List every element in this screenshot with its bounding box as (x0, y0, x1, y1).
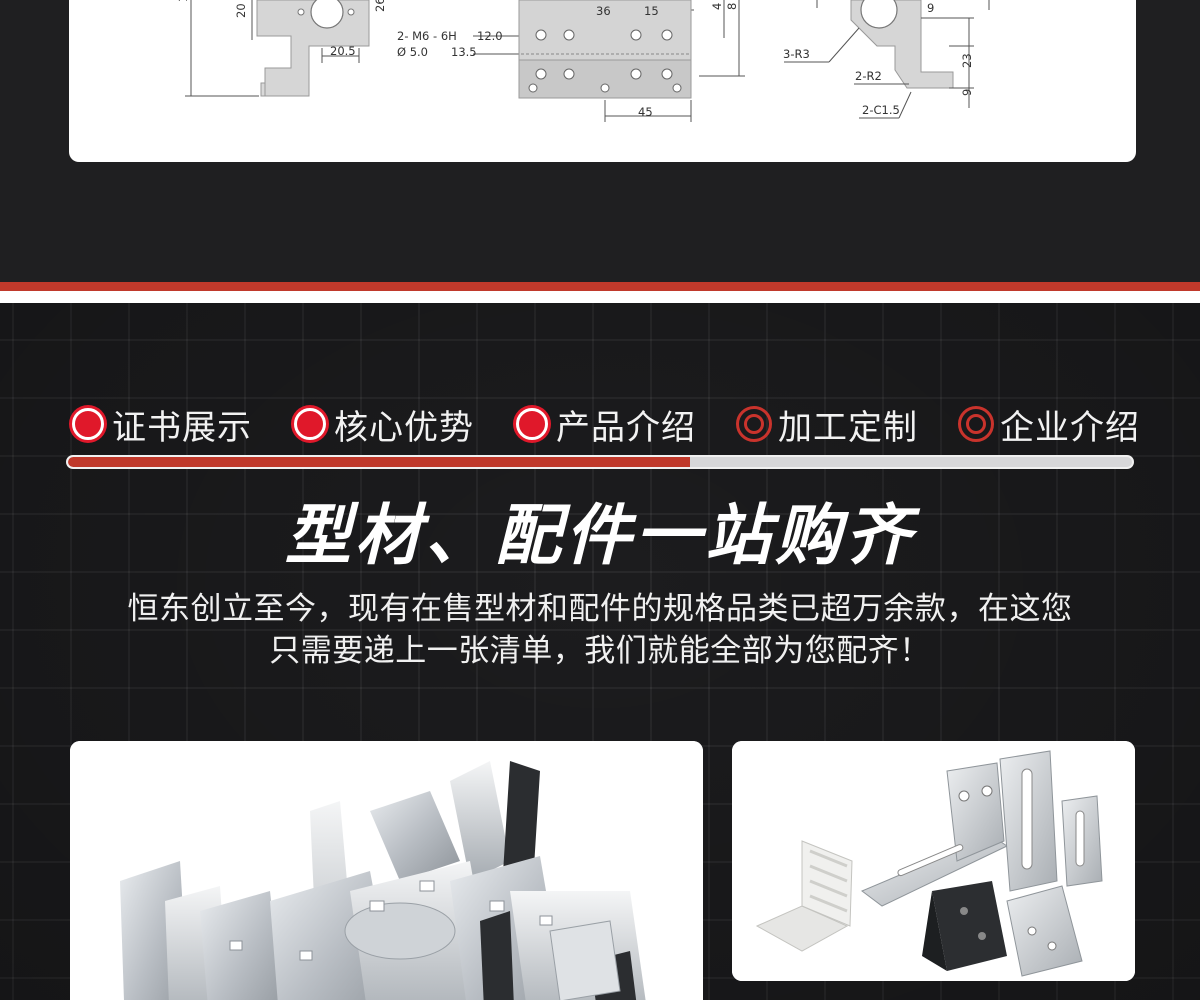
tab-label: 核心优势 (334, 407, 474, 448)
top-section: 20 1 26 20.5 (0, 0, 1200, 282)
tab-label: 加工定制 (778, 407, 918, 448)
chamfer-c1-5: 2-C1.5 (862, 103, 900, 117)
tab-label: 证书展示 (112, 407, 252, 448)
description-line-2: 只需要递上一张清单，我们就能全部为您配齐！ (269, 633, 931, 669)
progress-fill (68, 457, 691, 467)
tab-company[interactable]: 企业介绍 (958, 400, 1140, 449)
radius-r2: 2-R2 (855, 69, 882, 83)
dim-23: 23 (960, 53, 974, 68)
technical-drawing-card: 20 1 26 20.5 (69, 0, 1136, 162)
thread-spec: 2- M6 - 6H (397, 29, 457, 43)
accessories-photo (732, 741, 1135, 981)
tab-label: 企业介绍 (1000, 407, 1140, 448)
filled-red-circle-icon (516, 408, 548, 440)
dim-26: 26 (373, 0, 387, 12)
tab-custom-processing[interactable]: 加工定制 (736, 400, 918, 449)
ring-circle-icon (736, 406, 772, 442)
inner-ring-icon (966, 414, 986, 434)
tab-label: 产品介绍 (556, 407, 696, 448)
section-headline: 型材、配件一站购齐 (285, 497, 915, 574)
inner-ring-icon (744, 414, 764, 434)
brackets-accessories-image (732, 741, 1135, 981)
dim-8: 8 (725, 3, 739, 10)
divider-red-stripe (0, 282, 1200, 291)
divider-white-stripe (0, 291, 1200, 303)
dim-1: 1 (176, 0, 190, 2)
hole-depth: 13.5 (451, 45, 477, 59)
ring-circle-icon (958, 406, 994, 442)
section-description: 恒东创立至今，现有在售型材和配件的规格品类已超万余款，在这您 只需要递上一张清单… (40, 588, 1160, 672)
section-progress-bar (66, 455, 1134, 469)
aluminum-profiles-image (70, 741, 703, 1000)
hole-spec: Ø 5.0 (397, 45, 428, 59)
tab-certificates[interactable]: 证书展示 (70, 400, 252, 449)
dim-9-bottom: 9 (960, 89, 974, 96)
description-line-1: 恒东创立至今，现有在售型材和配件的规格品类已超万余款，在这您 (127, 591, 1073, 627)
dim-36: 36 (596, 4, 611, 18)
product-section: 证书展示 核心优势 产品介绍 加工定制 企业介绍 型材、配件一站购齐 恒东创立至… (0, 303, 1200, 1000)
filled-red-circle-icon (72, 408, 104, 440)
dim-45: 45 (638, 105, 653, 119)
dim-4: 4 (710, 3, 724, 10)
tab-core-advantages[interactable]: 核心优势 (292, 400, 474, 449)
dim-20-5: 20.5 (330, 44, 356, 58)
dim-20: 20 (234, 3, 248, 18)
section-tabs: 证书展示 核心优势 产品介绍 加工定制 企业介绍 (70, 399, 1140, 449)
dim-15: 15 (644, 4, 659, 18)
thread-depth: 12.0 (477, 29, 503, 43)
radius-r3: 3-R3 (783, 47, 810, 61)
filled-red-circle-icon (294, 408, 326, 440)
dim-9-top: 9 (927, 1, 934, 15)
technical-drawing: 20 1 26 20.5 (176, 0, 990, 122)
profiles-photo (70, 741, 703, 1000)
tab-products[interactable]: 产品介绍 (514, 400, 696, 449)
